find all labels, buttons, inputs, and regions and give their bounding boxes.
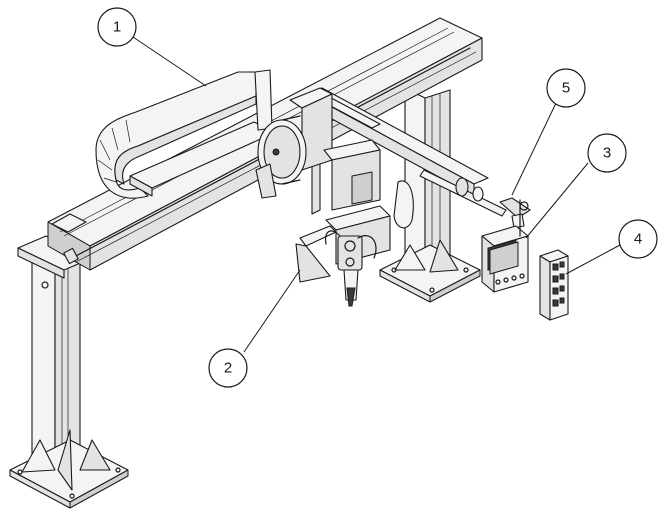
leader-line-4 — [565, 244, 621, 275]
callout-3: 3 — [587, 133, 627, 173]
leader-line-3 — [525, 162, 589, 239]
callout-1-label: 1 — [113, 19, 121, 36]
callout-4: 4 — [618, 219, 658, 259]
callout-5-label: 5 — [562, 80, 570, 97]
leader-line-5 — [511, 102, 557, 196]
callout-2-label: 2 — [224, 360, 232, 377]
leader-line-2 — [243, 269, 301, 353]
control-panel — [481, 199, 529, 293]
callout-4-label: 4 — [634, 231, 642, 248]
leader-line-1 — [132, 36, 207, 87]
motor-drum — [255, 115, 307, 199]
callout-5: 5 — [546, 68, 586, 108]
welding-head — [295, 139, 414, 307]
callout-2: 2 — [208, 348, 248, 388]
pendant — [539, 249, 569, 321]
left-pillar — [9, 235, 129, 509]
callout-3-label: 3 — [603, 145, 611, 162]
torch-rod — [419, 169, 531, 229]
callout-1: 1 — [97, 7, 137, 47]
cable-carrier — [95, 69, 277, 199]
cross-arm — [289, 87, 489, 215]
